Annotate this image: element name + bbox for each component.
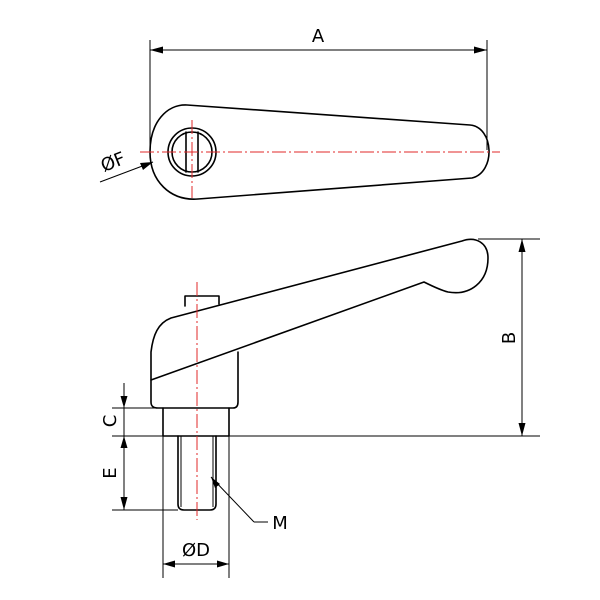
side-view-screw-head (184, 295, 220, 307)
dimension-a-arrow-right (474, 46, 487, 54)
dimension-b-arrow-bottom (518, 423, 526, 436)
side-view-lever-outline (150, 238, 489, 381)
dimension-c-label: C (100, 415, 121, 428)
dimension-e-arrow-bottom (120, 497, 128, 510)
dimension-f-arrow (140, 162, 153, 170)
dimension-d-label: ØD (182, 540, 210, 561)
dimension-e-label: E (100, 467, 121, 478)
dimension-d-arrow-right (217, 560, 229, 568)
side-view-collar (162, 407, 230, 437)
side-view (150, 238, 489, 520)
top-view-lever-outline (149, 104, 490, 200)
dimension-a-label: A (312, 26, 325, 47)
dimension-b-label: B (499, 332, 520, 344)
callout-m-arrow (211, 477, 220, 488)
dimension-f: ØF (98, 148, 154, 183)
dimension-a-arrow-left (150, 46, 163, 54)
dimension-b-arrow-top (518, 239, 526, 252)
side-view-hub (150, 351, 239, 409)
callout-m-label: M (272, 513, 288, 534)
dimension-c: C (100, 383, 163, 461)
top-view (140, 104, 500, 200)
dimension-d-arrow-left (163, 560, 175, 568)
dimension-c-arrow-top (120, 396, 128, 408)
dimension-d: ØD (162, 436, 230, 578)
callout-m: M (210, 476, 288, 534)
dimension-e: E (100, 436, 178, 511)
dimension-b: B (229, 238, 540, 437)
dimension-a: A (149, 26, 488, 150)
